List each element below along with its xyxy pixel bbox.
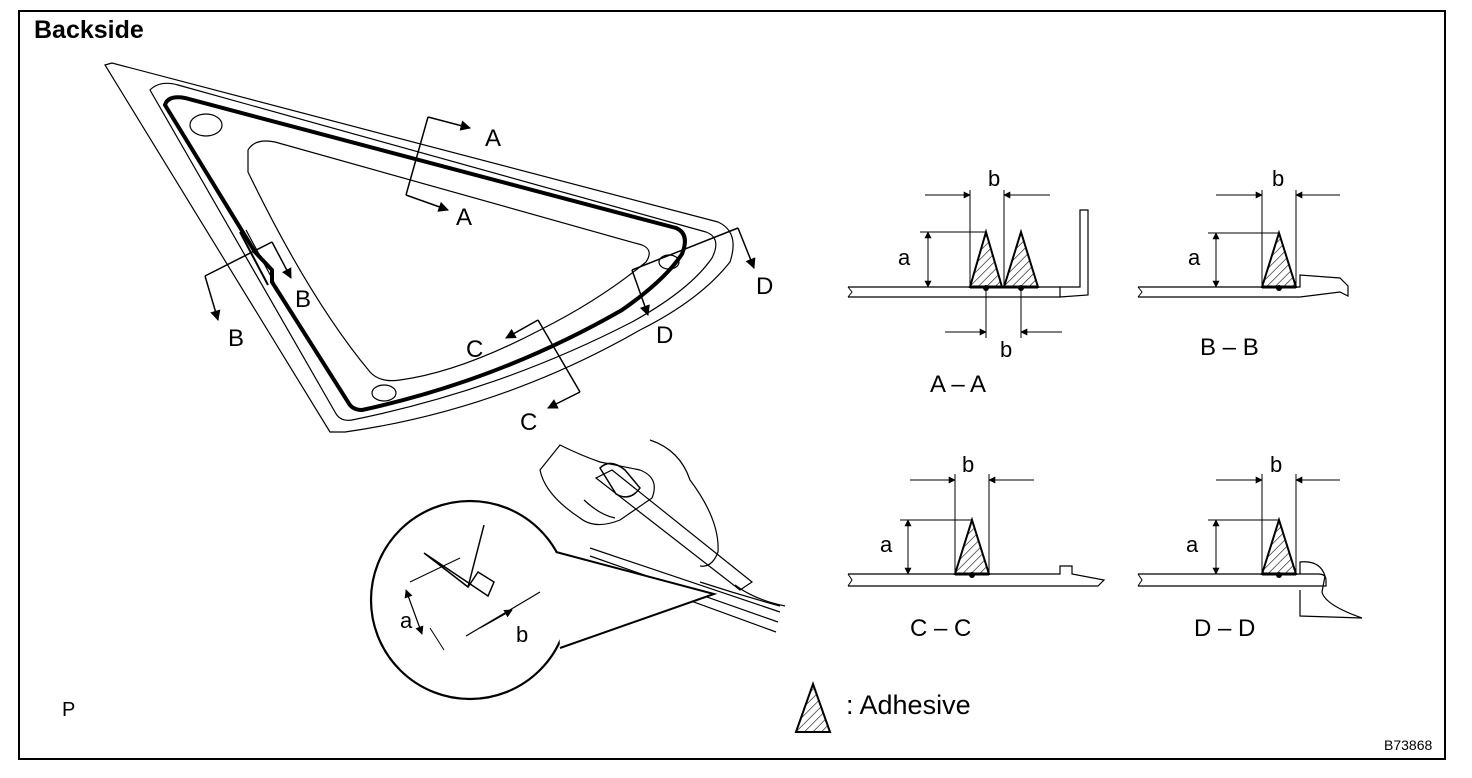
aa-label: A – A bbox=[930, 371, 986, 398]
legend-label: : Adhesive bbox=[846, 690, 971, 720]
section-cut-b bbox=[204, 241, 292, 322]
section-d-d: b a D – D bbox=[1137, 452, 1363, 642]
figure-code: B73868 bbox=[1384, 737, 1433, 753]
section-b-b: b a B – B bbox=[1137, 166, 1349, 361]
aa-dim-b: b bbox=[988, 166, 1000, 191]
magnifier-detail: a b bbox=[369, 499, 718, 701]
section-cut-c bbox=[505, 319, 581, 409]
marker-b-lower: B bbox=[228, 325, 244, 352]
marker-d-upper: D bbox=[756, 273, 773, 300]
marker-a-lower: A bbox=[456, 204, 472, 231]
aa-dim-b-lower: b bbox=[1000, 337, 1012, 362]
page-marker: P bbox=[62, 699, 76, 721]
marker-c-upper: C bbox=[466, 336, 483, 363]
section-markers: A A B B C C D D bbox=[228, 125, 773, 436]
hatched-triangle-icon bbox=[794, 681, 832, 733]
detail-dim-a: a bbox=[400, 608, 413, 633]
dd-dim-b: b bbox=[1270, 452, 1282, 477]
page-title: Backside bbox=[34, 16, 144, 44]
section-a-a: b a b A – A bbox=[847, 166, 1089, 398]
aa-dim-a: a bbox=[898, 245, 911, 270]
bb-dim-b: b bbox=[1272, 166, 1284, 191]
section-cut-a bbox=[405, 116, 472, 212]
quarter-glass bbox=[104, 62, 734, 433]
bb-label: B – B bbox=[1200, 334, 1259, 361]
cc-dim-a: a bbox=[880, 532, 893, 557]
section-cut-d bbox=[631, 227, 756, 316]
bb-dim-a: a bbox=[1188, 245, 1201, 270]
cc-dim-b: b bbox=[962, 452, 974, 477]
dd-dim-a: a bbox=[1186, 532, 1199, 557]
marker-d-lower: D bbox=[656, 322, 673, 349]
marker-a-upper: A bbox=[485, 125, 501, 152]
diagram-frame bbox=[18, 10, 1446, 760]
section-c-c: b a C – C bbox=[847, 452, 1106, 642]
dd-label: D – D bbox=[1194, 615, 1255, 642]
detail-dim-b: b bbox=[516, 622, 528, 647]
marker-b-upper: B bbox=[295, 286, 311, 313]
marker-c-lower: C bbox=[520, 409, 537, 436]
cc-label: C – C bbox=[910, 615, 971, 642]
